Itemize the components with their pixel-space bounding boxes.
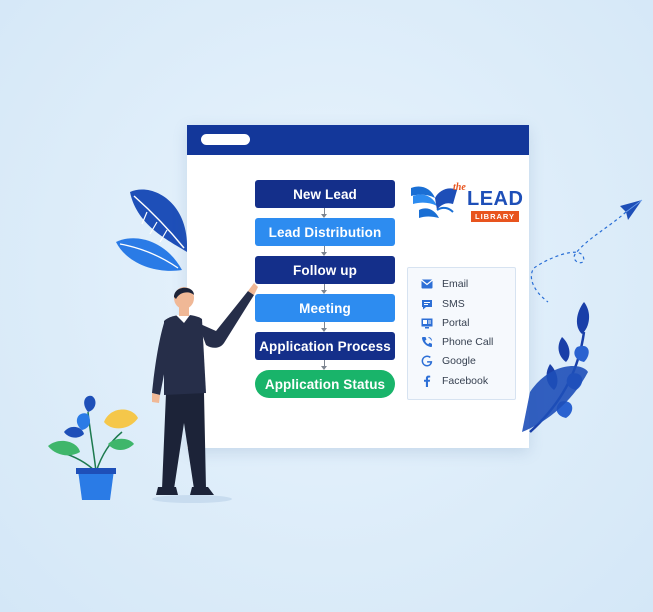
- chat-icon: [421, 298, 433, 310]
- browser-window: New Lead Lead Distribution Follow up Mee…: [187, 125, 529, 448]
- channel-label: SMS: [442, 298, 465, 310]
- channels-panel: Email SMS Portal Phone Call Google: [407, 267, 516, 400]
- portal-icon: [421, 317, 433, 329]
- channel-phone-call: Phone Call: [421, 334, 493, 350]
- flow-arrow: [321, 360, 327, 370]
- channel-email: Email: [421, 276, 468, 292]
- flow-arrow: [321, 284, 327, 294]
- book-logo-icon: [411, 186, 457, 218]
- flow-arrow: [321, 208, 327, 218]
- leaf-decoration-left: [116, 189, 188, 271]
- google-icon: [421, 355, 433, 367]
- logo-library-text: LIBRARY: [471, 211, 520, 222]
- paper-plane-decoration: [530, 199, 643, 303]
- browser-titlebar: [187, 125, 529, 155]
- the-lead-library-logo: the LEAD LIBRARY: [409, 180, 523, 224]
- flow-arrow: [321, 246, 327, 256]
- leaf-decoration-right: [522, 302, 590, 433]
- channel-label: Portal: [442, 317, 470, 329]
- logo-the-text: the: [453, 182, 466, 193]
- phone-icon: [421, 336, 433, 348]
- address-bar: [201, 134, 250, 145]
- man-pointing-illustration: [152, 283, 258, 503]
- channel-portal: Portal: [421, 315, 469, 331]
- potted-plant-decoration: [48, 395, 138, 500]
- flow-arrow: [321, 322, 327, 332]
- channel-google: Google: [421, 353, 476, 369]
- step-application-status: Application Status: [255, 370, 395, 398]
- channel-label: Phone Call: [442, 336, 494, 348]
- channel-sms: SMS: [421, 296, 465, 312]
- step-application-process: Application Process: [255, 332, 395, 360]
- step-lead-distribution: Lead Distribution: [255, 218, 395, 246]
- logo-lead-text: LEAD: [467, 188, 524, 210]
- step-meeting: Meeting: [255, 294, 395, 322]
- envelope-icon: [421, 278, 433, 290]
- step-new-lead: New Lead: [255, 180, 395, 208]
- facebook-icon: [421, 375, 433, 387]
- step-follow-up: Follow up: [255, 256, 395, 284]
- channel-facebook: Facebook: [421, 373, 488, 389]
- channel-label: Google: [442, 355, 476, 367]
- channel-label: Email: [442, 278, 469, 290]
- channel-label: Facebook: [442, 375, 489, 387]
